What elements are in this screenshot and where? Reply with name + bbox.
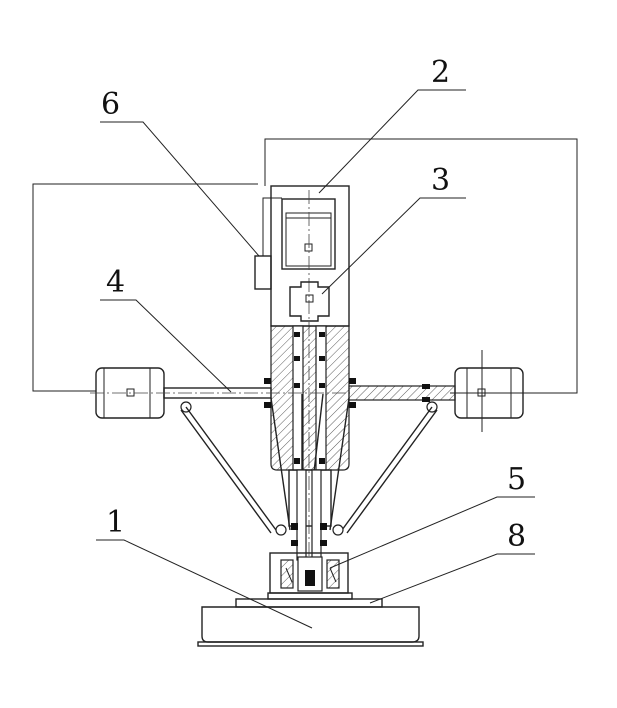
central-block: [271, 326, 349, 472]
part-label-2: 2: [431, 55, 450, 90]
part-label-1: 1: [106, 505, 125, 540]
lower-shaft: [289, 470, 331, 560]
part-label-3: 3: [431, 163, 450, 198]
wiring-left-loop: [33, 184, 258, 391]
part-label-4: 4: [106, 265, 125, 300]
right-drive: [349, 350, 530, 432]
platform-8: [236, 593, 382, 607]
part-label-8: 8: [507, 519, 526, 554]
part-label-6: 6: [101, 87, 120, 122]
base-1: [198, 607, 423, 646]
part-label-5: 5: [507, 462, 526, 497]
end-effector: [270, 553, 348, 593]
coupling: [290, 282, 329, 321]
controller-box: [255, 198, 282, 289]
